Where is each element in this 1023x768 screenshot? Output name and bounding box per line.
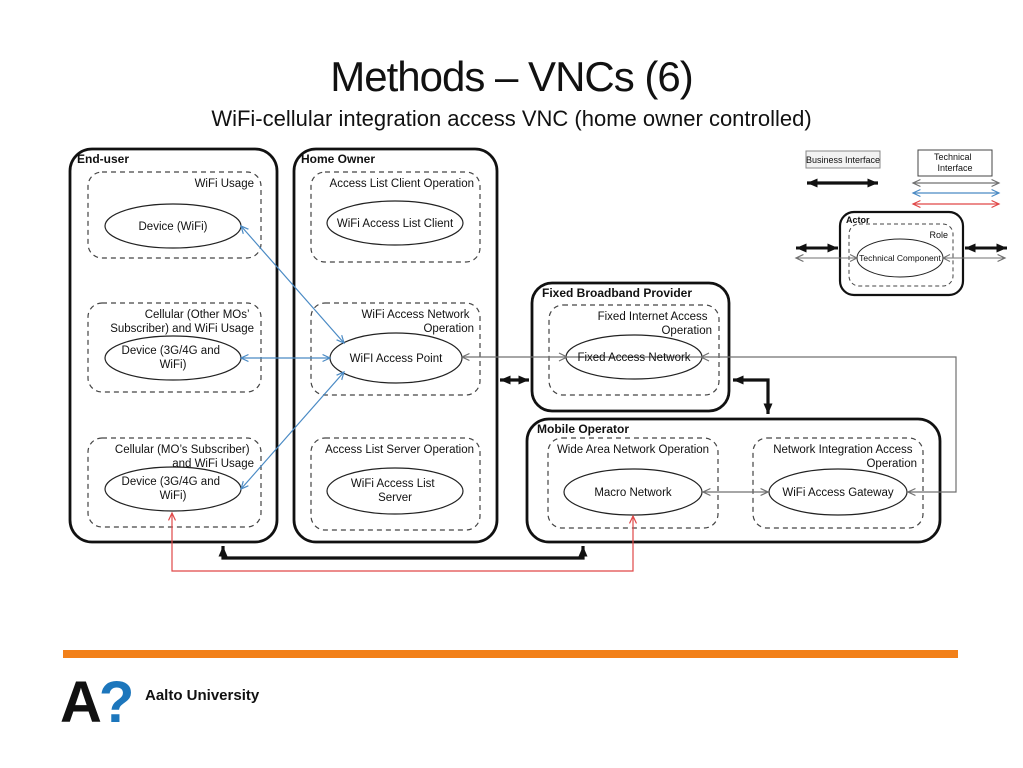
page-subtitle: WiFi-cellular integration access VNC (ho…	[211, 106, 812, 131]
aalto-logo-a: A	[60, 670, 102, 735]
aalto-logo-question: ?	[98, 670, 135, 735]
device-3g4g-wifi-mo-label: Device (3G/4G and WiFi)	[122, 472, 225, 502]
fixed-access-network-label: Fixed Access Network	[577, 352, 690, 364]
fan-left-arrowhead	[558, 352, 569, 362]
mobile-operator-label: Mobile Operator	[537, 422, 629, 436]
network-integration-access-label: Network Integration Access Operation	[773, 440, 917, 470]
cellular-other-mos-label: Cellular (Other MOs’ Subscriber) and WiF…	[110, 305, 254, 335]
cellular-mos-label: Cellular (MO’s Subscriber) and WiFi Usag…	[115, 440, 254, 470]
wifi-access-list-client-ellipse	[326, 200, 464, 246]
wifi-access-list-server-label: WiFi Access List Server	[351, 474, 439, 504]
device-3g4g-wifi-other-label: Device (3G/4G and WiFi)	[122, 341, 225, 371]
legend: Business Interface Technical Interface A…	[796, 147, 1007, 297]
gray-link-access-point-fan-gateway	[462, 357, 957, 492]
actor-label: Actor	[846, 215, 870, 225]
wifi-access-list-client-label: WiFi Access List Client	[337, 218, 454, 230]
wifi-access-list-server-ellipse	[326, 467, 464, 515]
role-label: Role	[929, 230, 948, 240]
access-list-server-label: Access List Server Operation	[325, 444, 474, 456]
university-name: Aalto University	[145, 687, 260, 704]
home-owner-label: Home Owner	[301, 152, 375, 166]
wifi-access-gateway-label: WiFi Access Gateway	[782, 487, 893, 499]
wifi-access-point-label: WiFI Access Point	[350, 353, 443, 365]
wide-area-network-label: Wide Area Network Operation	[557, 444, 709, 456]
fixed-broadband-provider-label: Fixed Broadband Provider	[542, 286, 692, 300]
red-link-device-to-macro-network	[172, 513, 633, 572]
accent-divider	[63, 650, 958, 658]
wifi-usage-label: WiFi Usage	[195, 178, 254, 190]
blue-link-device-mo-to-access-point	[241, 372, 344, 489]
technical-interface-label-box	[917, 149, 993, 177]
business-interface-label: Business Interface	[806, 155, 880, 165]
fan-right-arrowhead	[699, 352, 710, 362]
technical-interface-label: Technical Interface	[934, 147, 976, 173]
technical-component-label: Technical Component	[859, 253, 941, 263]
access-list-client-label: Access List Client Operation	[330, 178, 474, 190]
device-wifi-label: Device (WiFi)	[139, 221, 208, 233]
end-user-label: End-user	[77, 152, 129, 166]
business-link-end-user-mobile-operator	[218, 546, 588, 560]
technical-component-right-arrowhead	[941, 254, 951, 262]
wifi-access-network-label: WiFi Access Network Operation	[362, 305, 474, 335]
page-title: Methods – VNCs (6)	[330, 53, 693, 100]
business-link-fbp-mobile-operator	[733, 375, 773, 414]
aalto-logo: A?	[60, 674, 134, 732]
fixed-internet-access-label: Fixed Internet Access Operation	[598, 307, 712, 337]
macro-network-label: Macro Network	[594, 487, 672, 499]
blue-link-device-wifi-to-access-point	[241, 226, 344, 343]
business-interface-label-box	[805, 150, 881, 169]
technical-component-left-arrowhead	[849, 254, 859, 262]
